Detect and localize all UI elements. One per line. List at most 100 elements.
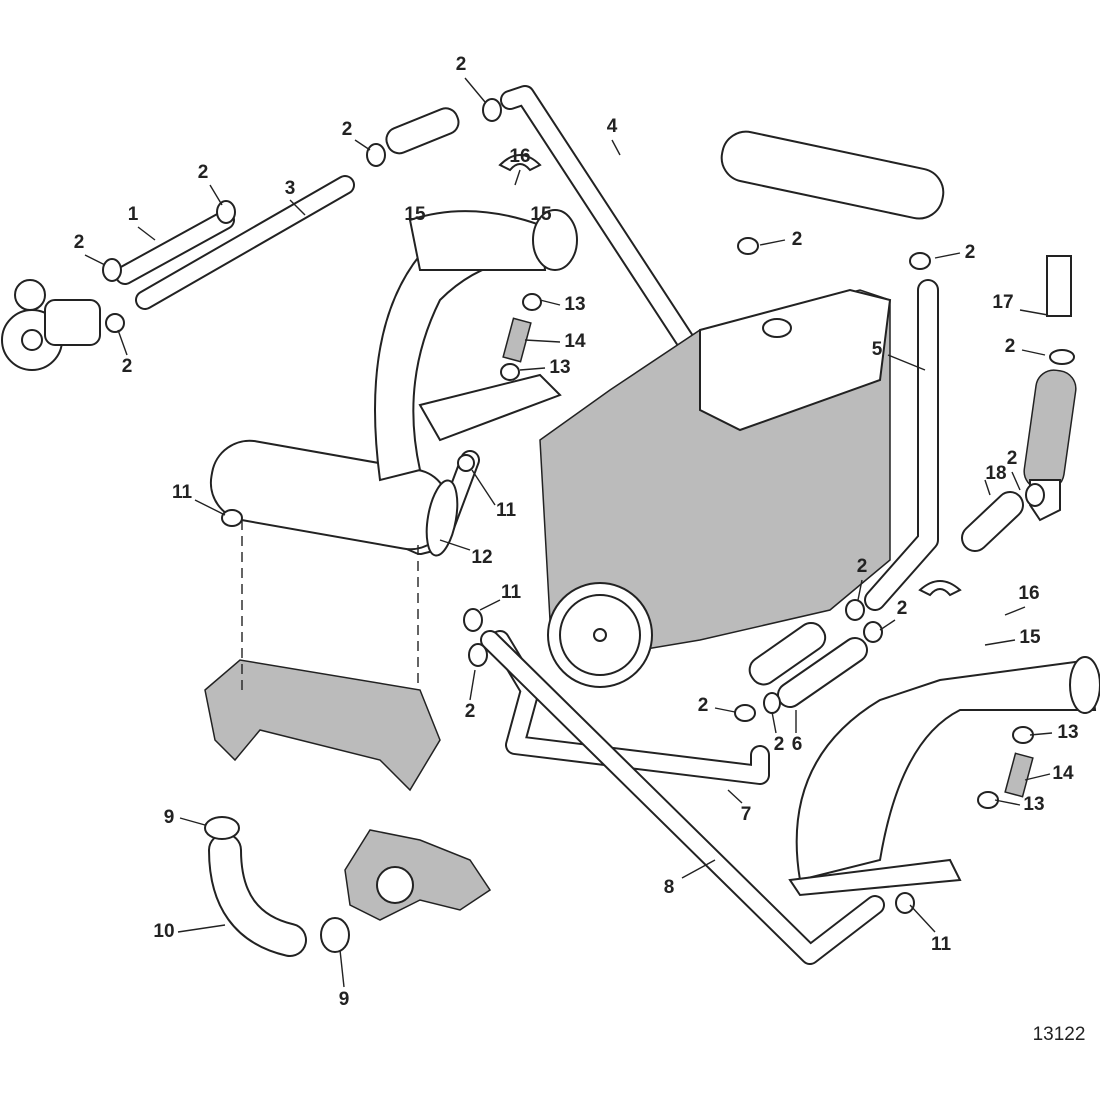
leader-line xyxy=(179,817,206,826)
callout-label: 2 xyxy=(74,232,85,253)
figure-number: 13122 xyxy=(1033,1024,1086,1045)
callout-label: 11 xyxy=(496,500,517,521)
hose-18 xyxy=(961,491,1024,552)
leader-line xyxy=(934,252,961,259)
leader-line xyxy=(539,299,561,306)
hose-clamp xyxy=(863,621,883,643)
hose-clamp xyxy=(102,258,122,282)
hose-clamp xyxy=(320,917,350,953)
leader-line xyxy=(194,499,226,516)
hose-6 xyxy=(777,637,868,708)
callout-label: 10 xyxy=(153,921,174,942)
callout-label: 16 xyxy=(509,146,530,167)
leader-line xyxy=(1019,309,1049,316)
hose-8 xyxy=(480,630,885,965)
callout-label: 8 xyxy=(664,877,675,898)
callout-label: 2 xyxy=(342,119,353,140)
callout-label: 3 xyxy=(285,178,296,199)
hose-clamp xyxy=(468,643,488,667)
exhaust-manifold-lower xyxy=(788,656,1100,897)
hose-clamp xyxy=(463,608,483,632)
leader-line xyxy=(994,799,1021,806)
hose-clamp xyxy=(457,454,475,472)
callout-label: 2 xyxy=(465,701,476,722)
hose-3 xyxy=(135,175,355,310)
callout-label: 6 xyxy=(792,734,803,755)
callout-label: 4 xyxy=(607,116,618,137)
parts xyxy=(1,107,1100,921)
fuel-cooler-lower xyxy=(748,621,827,686)
leader-line xyxy=(84,254,106,266)
engine-block xyxy=(539,288,892,688)
leader-line xyxy=(471,469,496,506)
leader-line xyxy=(1021,349,1046,356)
hose-clamp xyxy=(105,313,125,333)
callout-label: 15 xyxy=(1019,627,1041,648)
hose-tees xyxy=(498,154,1034,798)
callout-label: 11 xyxy=(501,582,522,603)
callout-label: 12 xyxy=(471,547,492,568)
leader-line xyxy=(857,579,863,601)
leader-line xyxy=(519,367,546,371)
hose-clamp xyxy=(204,816,240,840)
leader-line xyxy=(759,239,786,246)
callout-label: 2 xyxy=(774,734,785,755)
leader-line xyxy=(1029,732,1053,736)
sea-water-pump xyxy=(1,279,101,371)
leader-line xyxy=(464,77,486,103)
dashed-mount-lines xyxy=(241,520,419,690)
callout-label: 13 xyxy=(549,357,570,378)
leader-line xyxy=(289,199,306,216)
hose-clamp xyxy=(734,704,756,722)
hose-clamp xyxy=(895,892,915,914)
leader-line xyxy=(177,924,226,933)
leader-line xyxy=(714,707,736,713)
leader-line xyxy=(1004,606,1026,616)
callout-label: 11 xyxy=(931,934,952,955)
callout-label: 9 xyxy=(164,807,175,828)
callout-label: 14 xyxy=(564,331,586,352)
hose-clamp xyxy=(1025,483,1045,507)
leader-line xyxy=(1011,471,1021,491)
leader-line xyxy=(354,139,371,151)
callout-label: 14 xyxy=(1052,763,1074,784)
hose-clamp xyxy=(482,98,502,122)
callout-label: 2 xyxy=(122,356,133,377)
leader-line xyxy=(137,226,156,241)
callout-label: 5 xyxy=(872,339,883,360)
leader-line xyxy=(479,599,501,611)
fuel-cooler-top xyxy=(385,107,460,155)
hose-clamp xyxy=(1049,349,1075,365)
leader-line xyxy=(439,539,471,551)
callout-label: 2 xyxy=(857,556,868,577)
leader-lines xyxy=(84,77,1053,988)
leader-line xyxy=(727,789,743,804)
hose-clamp xyxy=(763,692,781,714)
leader-line xyxy=(984,479,991,496)
leader-line xyxy=(524,339,561,343)
callout-label: 7 xyxy=(741,804,752,825)
callout-label: 17 xyxy=(992,292,1013,313)
callout-label: 2 xyxy=(792,229,803,250)
heat-exchanger-top-right xyxy=(720,130,945,220)
leader-line xyxy=(681,859,716,879)
hoses xyxy=(115,85,1024,965)
callout-label: 13 xyxy=(564,294,585,315)
callout-label: 13 xyxy=(1023,794,1044,815)
callout-label: 18 xyxy=(985,463,1006,484)
callout-label: 9 xyxy=(339,989,350,1010)
engine-mount-bracket xyxy=(204,659,441,792)
leader-line xyxy=(209,184,223,206)
leader-line xyxy=(117,329,128,356)
circulating-pump xyxy=(344,829,492,921)
leader-line xyxy=(909,904,936,933)
callout-label: 2 xyxy=(698,695,709,716)
callout-label: 15 xyxy=(530,204,552,225)
hose-clamp xyxy=(522,293,542,311)
hose-clamp xyxy=(221,509,243,527)
hose-10 xyxy=(208,833,307,957)
hose-5 xyxy=(864,279,939,611)
leader-line xyxy=(339,949,345,988)
